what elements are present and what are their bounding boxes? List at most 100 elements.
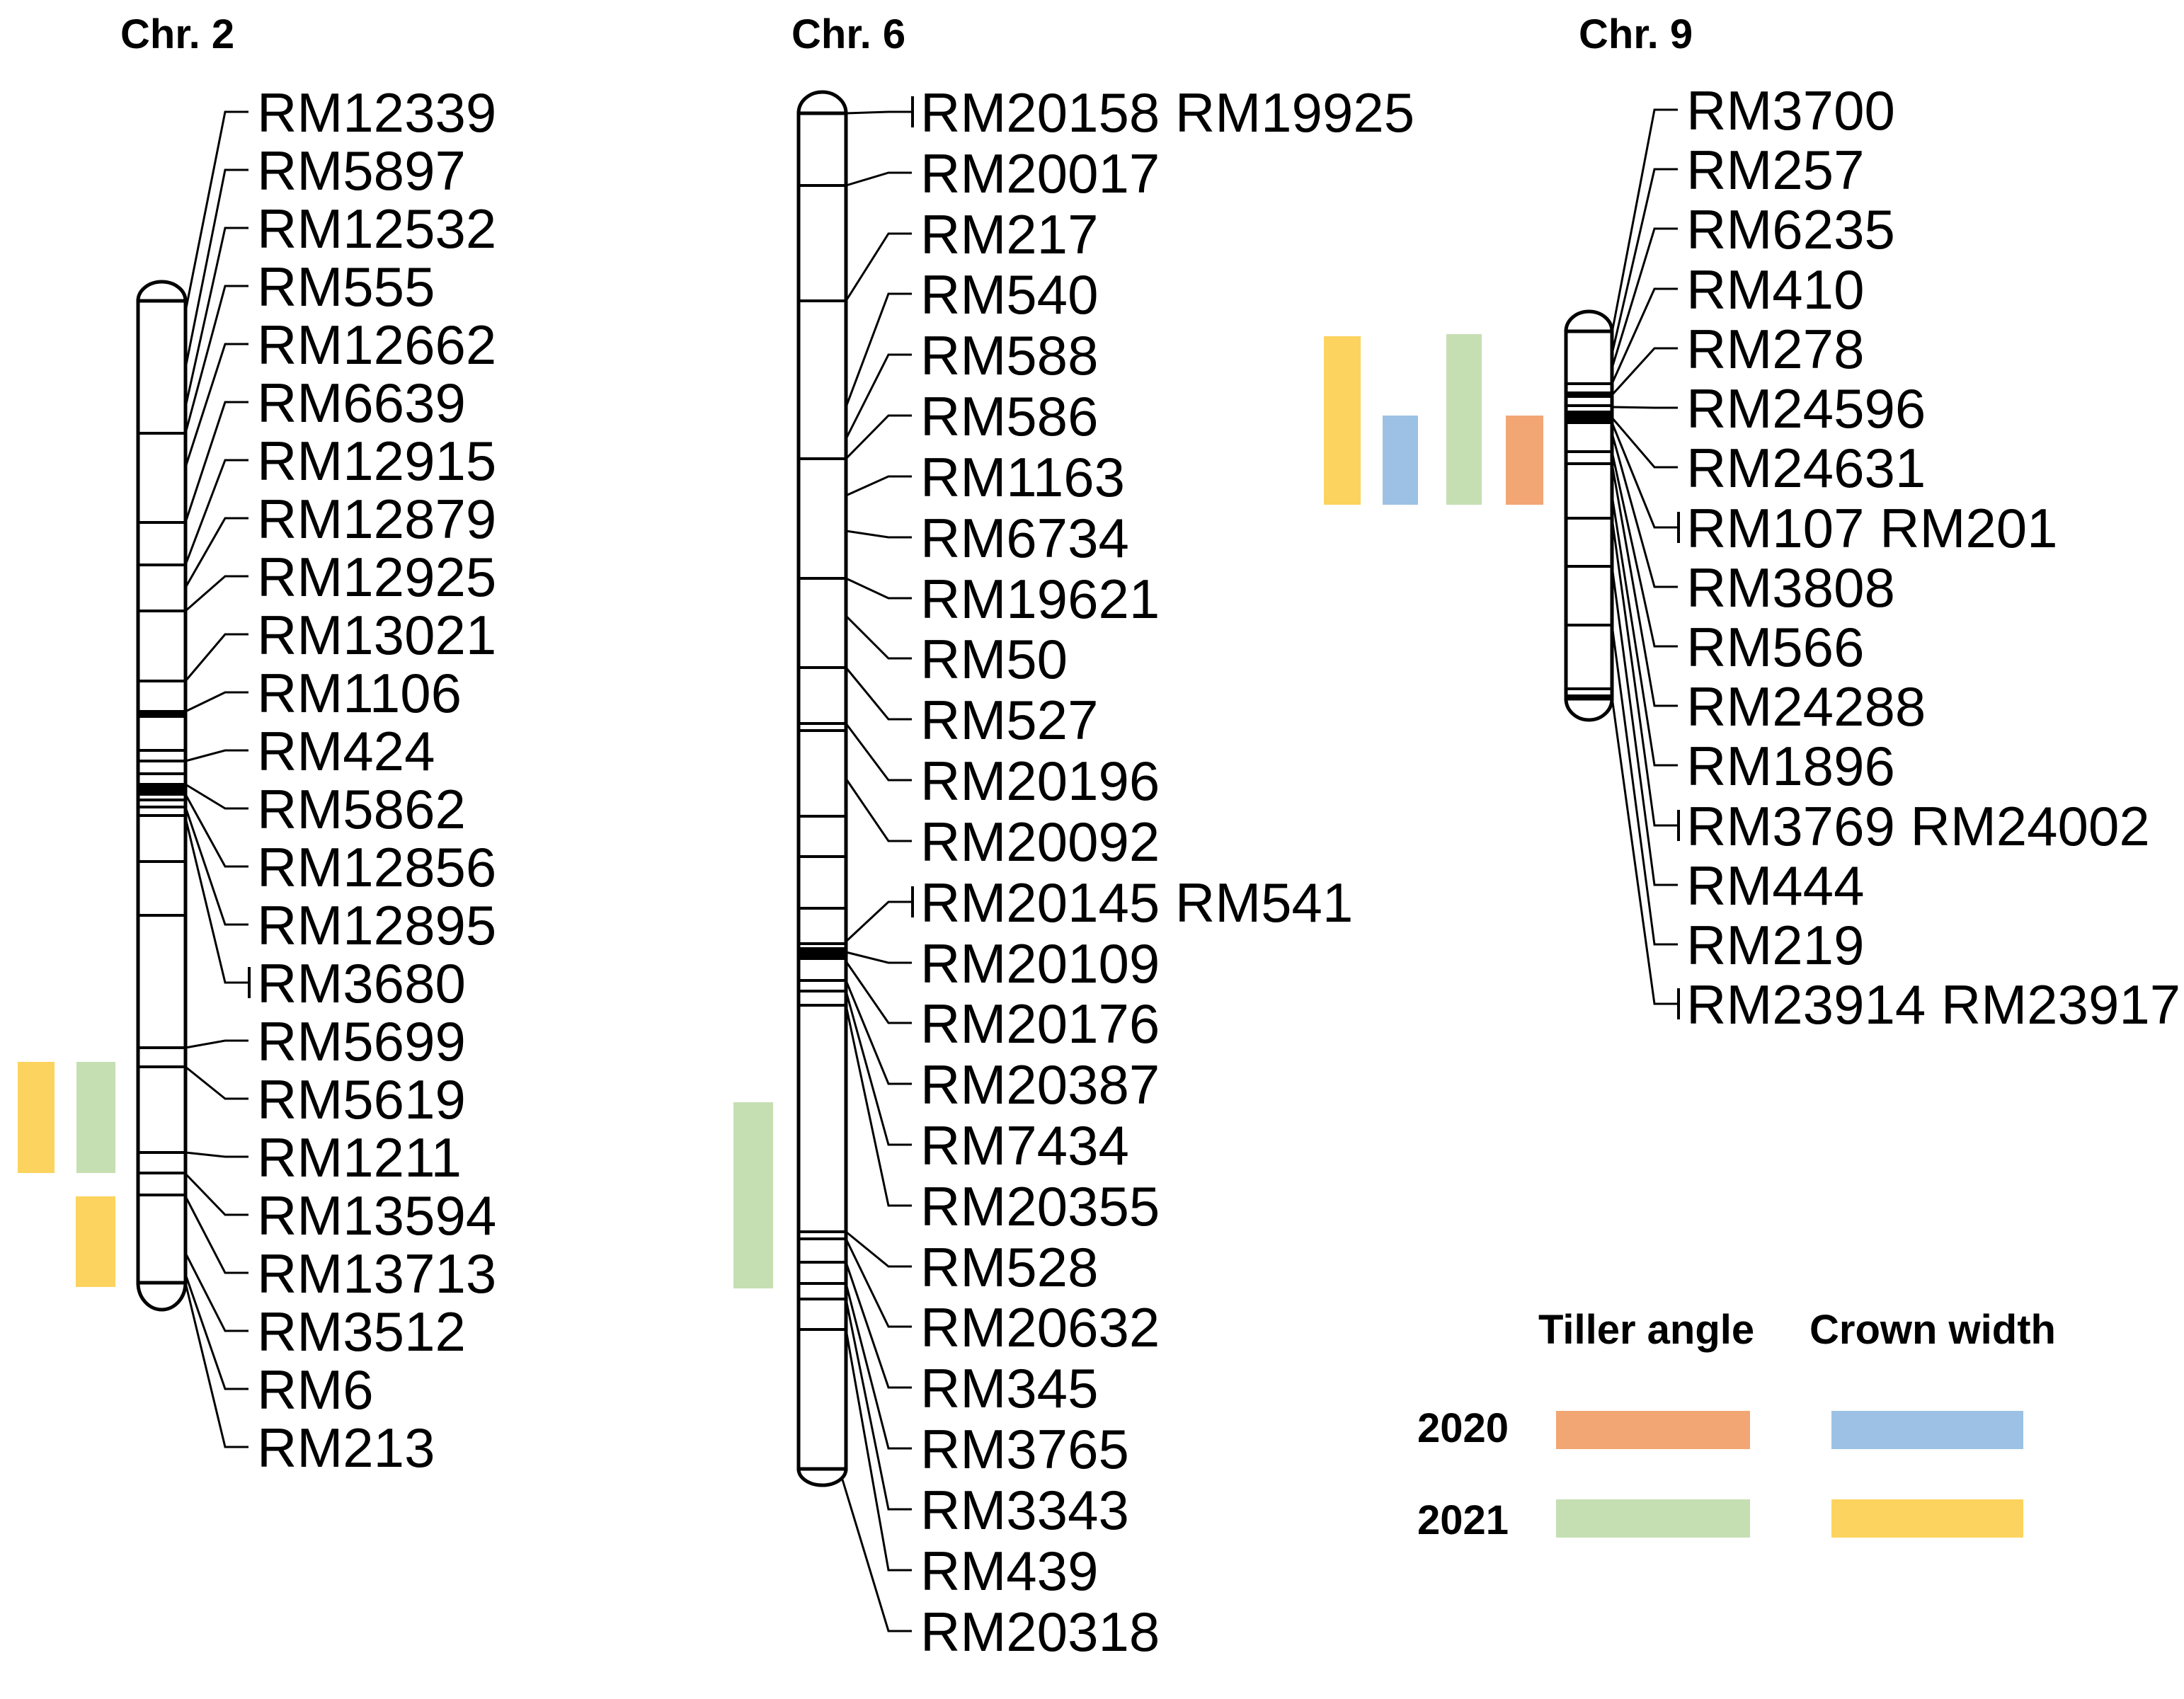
- chromosome-6: [796, 90, 848, 1487]
- chr9-bottom-cap: [1564, 698, 1614, 722]
- legend-header-crown-width: Crown width: [1809, 1307, 2056, 1353]
- marker-label: RM5699: [257, 1010, 466, 1072]
- marker-label: RM24288: [1686, 675, 1926, 738]
- marker-label: RM566: [1686, 616, 1864, 678]
- chr9-bands: [1566, 382, 1612, 697]
- marker-label: RM12856: [257, 836, 496, 898]
- qtl-bar-tiller-angle-2020-chr9: [1506, 416, 1543, 505]
- chr6-title: Chr. 6: [791, 11, 905, 57]
- marker-label: RM5619: [257, 1068, 466, 1131]
- chromosome-2: [136, 280, 188, 1312]
- chr6-body: [796, 111, 848, 1471]
- chr6-marker-labels: RM20158 RM19925 RM20017 RM217 RM540 RM58…: [920, 81, 1414, 1663]
- legend-swatch-tiller-angle-2021: [1556, 1499, 1750, 1538]
- chr2-bottom-cap: [136, 1282, 188, 1312]
- marker-label: RM6235: [1686, 198, 1895, 261]
- qtl-bar-tiller-angle-2021-chr6: [733, 1102, 773, 1288]
- chr2-leader-lines: [184, 110, 251, 1448]
- marker-label: RM3765: [920, 1418, 1129, 1480]
- chr2-marker-labels: RM12339 RM5897 RM12532 RM555 RM12662 RM6…: [257, 81, 496, 1479]
- chr9-title: Chr. 9: [1579, 11, 1693, 57]
- marker-label: RM107 RM201: [1686, 497, 2058, 559]
- chr6-top-cap: [796, 90, 848, 114]
- marker-label: RM3700: [1686, 79, 1895, 142]
- chr2-black-band-2: [138, 783, 185, 796]
- marker-label: RM278: [1686, 318, 1864, 380]
- marker-label: RM20092: [920, 811, 1160, 873]
- marker-label: RM257: [1686, 139, 1864, 201]
- marker-label: RM6734: [920, 507, 1129, 569]
- chr6-bands: [799, 184, 846, 1331]
- marker-label: RM13594: [257, 1184, 496, 1247]
- qtl-bar-crown-width-2021-chr9: [1324, 336, 1361, 505]
- marker-label: RM12532: [257, 198, 496, 260]
- chr6-bottom-cap: [796, 1468, 848, 1487]
- marker-label: RM213: [257, 1417, 435, 1479]
- marker-label: RM555: [257, 256, 435, 318]
- marker-label: RM24596: [1686, 377, 1926, 440]
- marker-label: RM12879: [257, 488, 496, 550]
- marker-label: RM12895: [257, 894, 496, 956]
- marker-label: RM528: [920, 1236, 1098, 1298]
- marker-label: RM20318: [920, 1601, 1160, 1663]
- legend-swatch-crown-width-2020: [1831, 1411, 2023, 1449]
- marker-label: RM24631: [1686, 437, 1926, 499]
- legend-year-2020: 2020: [1417, 1405, 1509, 1451]
- marker-label: RM410: [1686, 258, 1864, 321]
- marker-label: RM6: [257, 1358, 374, 1421]
- qtl-bar-tiller-angle-2021-chr2: [76, 1062, 115, 1173]
- marker-label: RM19621: [920, 568, 1160, 630]
- marker-label: RM5862: [257, 778, 466, 840]
- chr2-black-band-1: [138, 710, 185, 718]
- marker-label: RM217: [920, 203, 1098, 265]
- marker-label: RM20196: [920, 750, 1160, 812]
- marker-label: RM424: [257, 720, 435, 782]
- chr6-leader-lines: [841, 96, 914, 1632]
- marker-label: RM13021: [257, 604, 496, 666]
- chr9-black-band-2: [1566, 411, 1612, 422]
- marker-label: RM3680: [257, 952, 466, 1014]
- legend-header-tiller-angle: Tiller angle: [1538, 1307, 1754, 1353]
- qtl-bars: [18, 334, 1543, 1288]
- qtl-bar-crown-width-2021b-chr2: [76, 1196, 115, 1287]
- legend-swatch-crown-width-2021: [1831, 1499, 2023, 1538]
- marker-label: RM3808: [1686, 556, 1895, 619]
- marker-label: RM20109: [920, 932, 1160, 995]
- qtl-bar-tiller-angle-2021-chr9: [1446, 334, 1482, 505]
- chr2-bands: [138, 432, 185, 1196]
- marker-label: RM219: [1686, 914, 1864, 976]
- marker-label: RM20145 RM541: [920, 871, 1353, 934]
- qtl-bar-crown-width-2021-chr2: [18, 1062, 55, 1173]
- chr2-top-cap: [136, 280, 188, 302]
- marker-label: RM6639: [257, 372, 466, 434]
- marker-label: RM23914 RM23917: [1686, 973, 2180, 1036]
- marker-label: RM20632: [920, 1296, 1160, 1358]
- marker-label: RM12662: [257, 314, 496, 376]
- marker-label: RM20176: [920, 992, 1160, 1055]
- chr2-title: Chr. 2: [120, 11, 234, 57]
- marker-label: RM540: [920, 263, 1098, 326]
- marker-label: RM444: [1686, 854, 1864, 917]
- chr9-leader-lines: [1611, 108, 1680, 1019]
- marker-label: RM5897: [257, 139, 466, 202]
- marker-label: RM13713: [257, 1242, 496, 1305]
- chr9-black-band-1: [1566, 391, 1612, 398]
- marker-label: RM20017: [920, 142, 1160, 205]
- chr9-top-cap: [1564, 309, 1614, 332]
- chr6-black-band: [799, 947, 846, 960]
- marker-label: RM345: [920, 1357, 1098, 1419]
- marker-label: RM12339: [257, 81, 496, 144]
- marker-label: RM439: [920, 1540, 1098, 1602]
- marker-label: RM12925: [257, 546, 496, 608]
- marker-label: RM3512: [257, 1300, 466, 1363]
- marker-label: RM586: [920, 385, 1098, 447]
- qtl-bar-crown-width-2020-chr9: [1383, 416, 1418, 505]
- marker-label: RM7434: [920, 1114, 1129, 1177]
- legend-year-2021: 2021: [1417, 1497, 1509, 1543]
- chr9-body: [1564, 329, 1614, 701]
- marker-label: RM3769 RM24002: [1686, 795, 2150, 857]
- marker-label: RM50: [920, 628, 1068, 690]
- marker-label: RM1106: [257, 662, 462, 724]
